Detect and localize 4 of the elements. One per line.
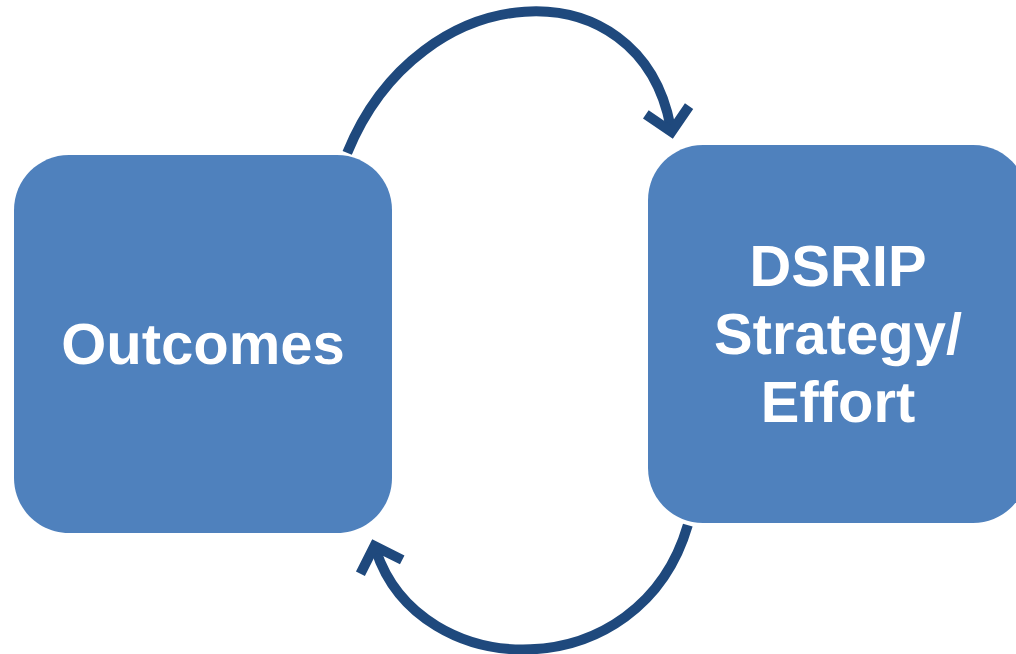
process-box: Outcomes — [14, 155, 392, 533]
process-box: DSRIP Strategy/ Effort — [648, 145, 1016, 523]
curved-arrow — [355, 523, 693, 654]
curved-arrow — [342, 6, 694, 156]
